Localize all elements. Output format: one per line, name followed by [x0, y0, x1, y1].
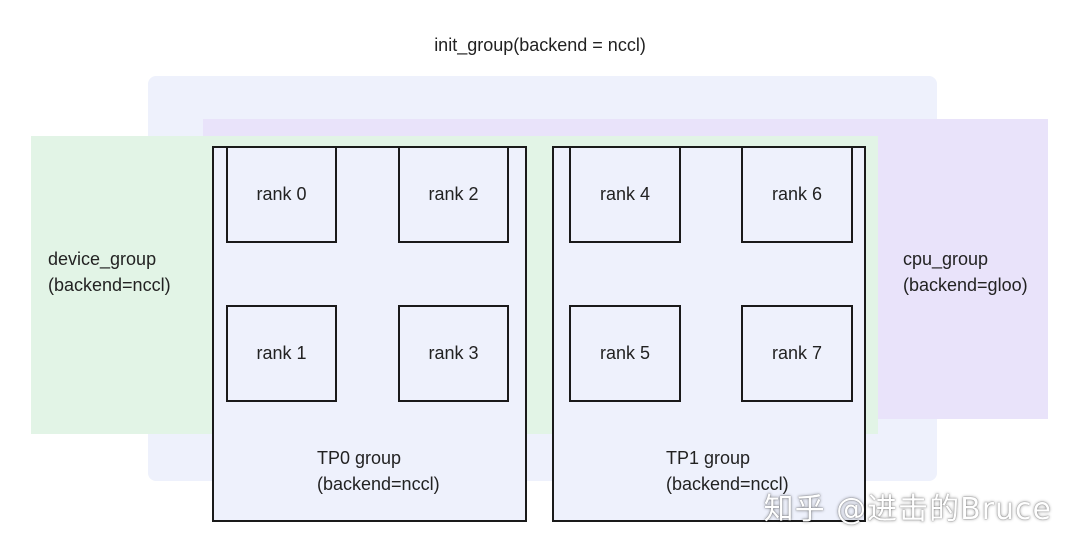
rank-label: rank 5	[599, 343, 651, 363]
rank-label: rank 1	[256, 343, 307, 363]
watermark: 知乎 @进击的Bruce	[763, 492, 1052, 527]
tp1-group-label: TP1 group (backend=nccl)	[666, 445, 789, 497]
tp0-group-label: TP0 group (backend=nccl)	[317, 445, 440, 497]
rank-box-6: rank 6	[741, 146, 853, 243]
rank-box-1: rank 1	[226, 305, 337, 402]
cpu-group-name: cpu_group	[903, 249, 989, 269]
cpu-group-backend: (backend=gloo)	[903, 275, 1028, 295]
rank-box-7: rank 7	[741, 305, 853, 402]
rank-label: rank 2	[428, 184, 479, 204]
rank-label: rank 0	[256, 184, 307, 204]
rank-box-4: rank 4	[569, 146, 681, 243]
tp1-group-backend: (backend=nccl)	[666, 474, 789, 494]
rank-box-3: rank 3	[398, 305, 509, 402]
device-group-name: device_group	[48, 249, 157, 269]
device-group-backend: (backend=nccl)	[48, 275, 171, 295]
rank-label: rank 4	[599, 184, 651, 204]
rank-box-2: rank 2	[398, 146, 509, 243]
rank-label: rank 3	[428, 343, 479, 363]
rank-box-0: rank 0	[226, 146, 337, 243]
tp1-group-name: TP1 group	[666, 448, 751, 468]
rank-label: rank 6	[771, 184, 823, 204]
cpu-group-label: cpu_group (backend=gloo)	[903, 246, 1028, 298]
init-group-title: init_group(backend = nccl)	[434, 35, 646, 55]
rank-box-5: rank 5	[569, 305, 681, 402]
rank-label: rank 7	[771, 343, 823, 363]
device-group-label: device_group (backend=nccl)	[48, 246, 171, 298]
tp0-group-backend: (backend=nccl)	[317, 474, 440, 494]
tp0-group-name: TP0 group	[317, 448, 402, 468]
